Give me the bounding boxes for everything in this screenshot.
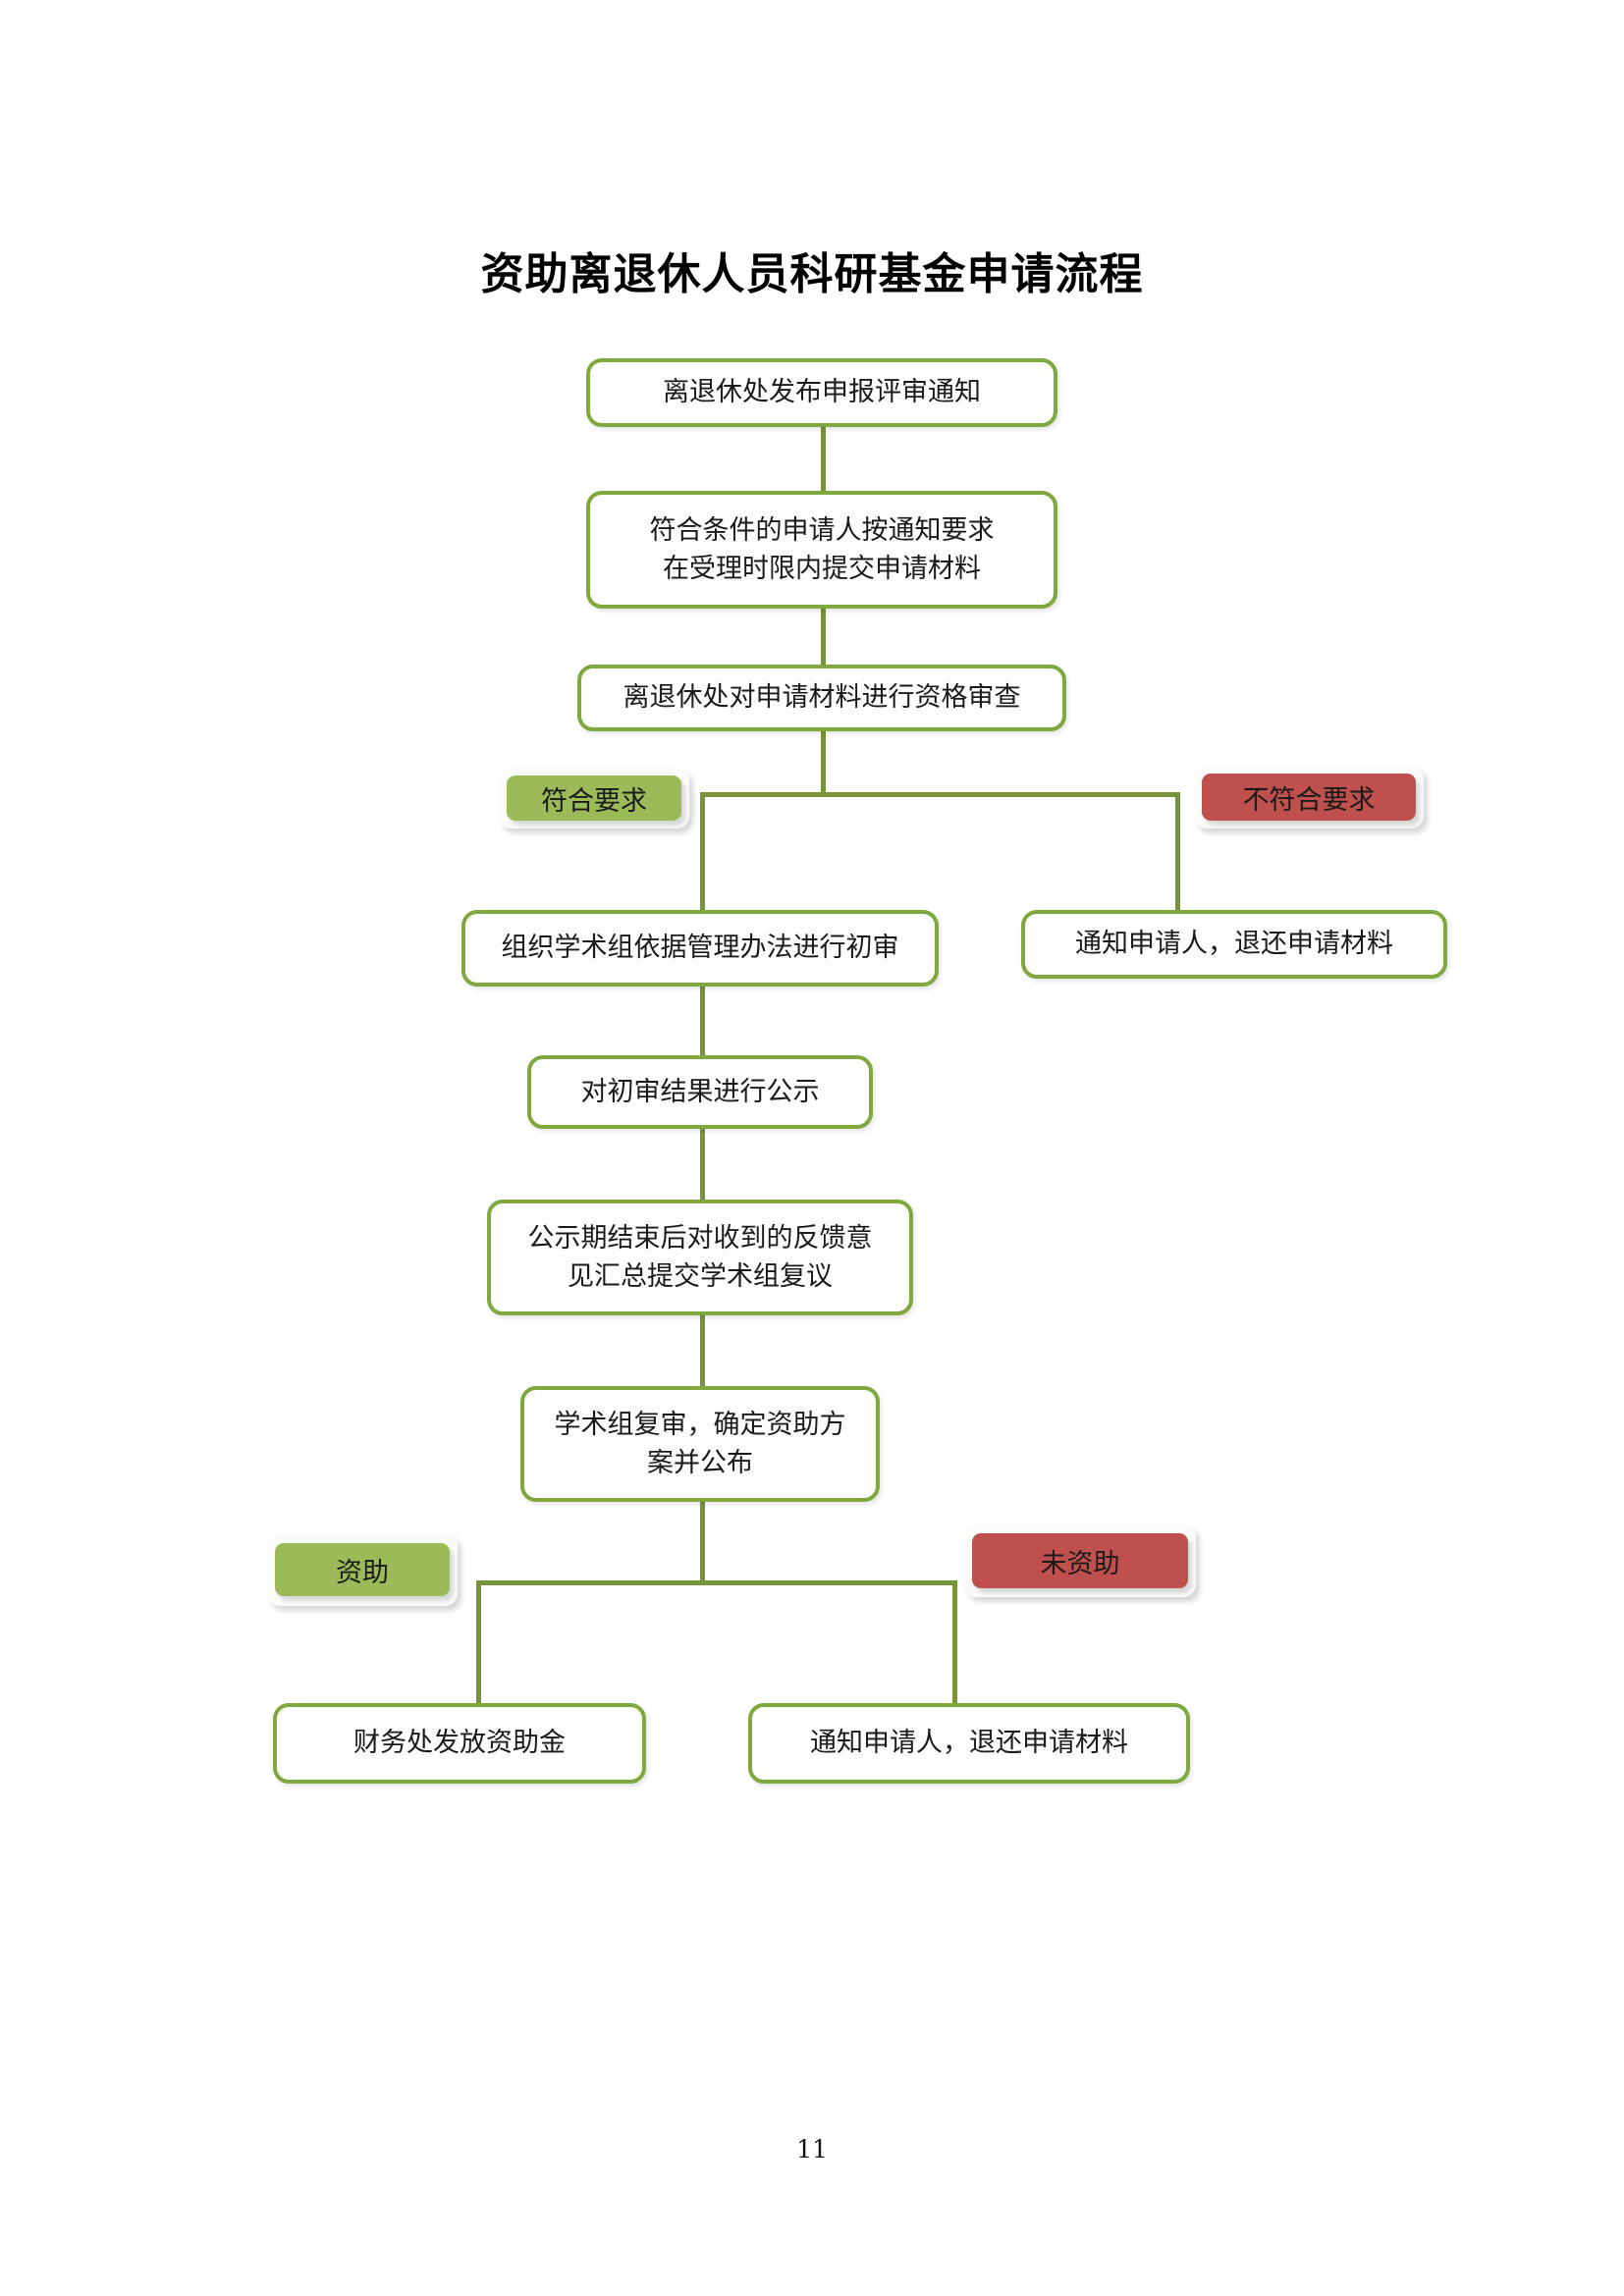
connector-split-1-bar xyxy=(700,792,1180,797)
badge-fails-requirements[interactable]: 不符合要求 xyxy=(1202,774,1416,821)
page-title: 资助离退休人员科研基金申请流程 xyxy=(480,249,1144,299)
node-label: 组织学术组依据管理办法进行初审 xyxy=(501,933,899,964)
node-label: 对初审结果进行公示 xyxy=(580,1076,820,1107)
connector-split-1-right xyxy=(1175,792,1180,910)
connector-n4-n6 xyxy=(700,987,705,1055)
connector-split-2-bar xyxy=(476,1580,957,1585)
node-collect-feedback[interactable]: 公示期结束后对收到的反馈意 见汇总提交学术组复议 xyxy=(487,1200,913,1315)
node-final-review-publish[interactable]: 学术组复审，确定资助方 案并公布 xyxy=(520,1386,880,1502)
node-label-line1: 符合条件的申请人按通知要求 xyxy=(649,514,995,546)
connector-n8-down xyxy=(700,1502,705,1584)
node-label: 通知申请人，退还申请材料 xyxy=(810,1728,1128,1759)
node-publicize-results[interactable]: 对初审结果进行公示 xyxy=(527,1055,873,1129)
node-notify-return-materials-1[interactable]: 通知申请人，退还申请材料 xyxy=(1021,910,1447,979)
connector-n3-down xyxy=(821,726,826,795)
node-label: 财务处发放资助金 xyxy=(353,1728,566,1759)
node-qualification-review[interactable]: 离退休处对申请材料进行资格审查 xyxy=(577,665,1066,731)
node-preliminary-review[interactable]: 组织学术组依据管理办法进行初审 xyxy=(461,910,939,987)
node-label-line1: 学术组复审，确定资助方 xyxy=(554,1409,846,1440)
connector-n1-n2 xyxy=(821,422,826,491)
node-label: 通知申请人，退还申请材料 xyxy=(1075,929,1393,960)
node-submit-materials[interactable]: 符合条件的申请人按通知要求 在受理时限内提交申请材料 xyxy=(586,491,1057,609)
connector-n6-n7 xyxy=(700,1129,705,1200)
node-notify-return-materials-2[interactable]: 通知申请人，退还申请材料 xyxy=(748,1703,1190,1784)
badge-label: 不符合要求 xyxy=(1242,784,1376,816)
badge-not-funded[interactable]: 未资助 xyxy=(972,1533,1188,1588)
connector-n2-n3 xyxy=(821,606,826,665)
node-label-line2: 案并公布 xyxy=(647,1448,753,1478)
node-label-line1: 公示期结束后对收到的反馈意 xyxy=(527,1222,873,1254)
badge-meets-requirements[interactable]: 符合要求 xyxy=(507,775,681,821)
node-label-line2: 见汇总提交学术组复议 xyxy=(568,1261,833,1292)
badge-funded[interactable]: 资助 xyxy=(275,1543,450,1596)
node-label: 离退休处对申请材料进行资格审查 xyxy=(623,682,1021,714)
connector-split-2-left xyxy=(476,1580,481,1703)
badge-label: 符合要求 xyxy=(541,785,647,817)
connector-split-2-right xyxy=(952,1580,957,1703)
badge-label: 资助 xyxy=(336,1557,389,1588)
node-label: 离退休处发布申报评审通知 xyxy=(663,377,981,408)
badge-label: 未资助 xyxy=(1040,1548,1120,1579)
node-disburse-funds[interactable]: 财务处发放资助金 xyxy=(273,1703,646,1784)
node-publish-notice[interactable]: 离退休处发布申报评审通知 xyxy=(586,358,1057,427)
connector-split-1-left xyxy=(700,792,705,910)
page-number: 11 xyxy=(796,2135,828,2163)
connector-n7-n8 xyxy=(700,1315,705,1386)
node-label-line2: 在受理时限内提交申请材料 xyxy=(663,554,981,584)
